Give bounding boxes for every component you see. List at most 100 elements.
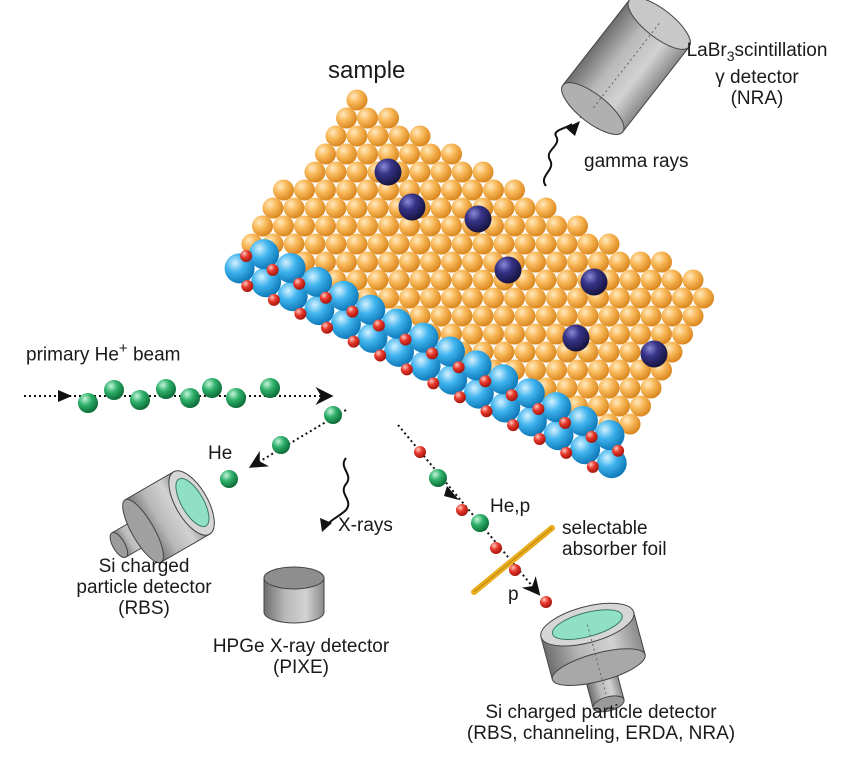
substrate-atom	[249, 239, 279, 270]
substrate-atom	[594, 420, 625, 450]
host-atom	[273, 179, 294, 201]
host-atom	[546, 287, 567, 309]
host-atom	[693, 287, 714, 309]
host-atom	[367, 233, 389, 255]
interstitial-atom	[505, 389, 518, 402]
host-atom	[525, 251, 546, 273]
host-atom	[598, 233, 620, 255]
host-atom	[619, 377, 641, 399]
host-atom	[619, 341, 641, 363]
host-atom	[399, 215, 420, 237]
host-atom	[336, 251, 357, 273]
host-atom	[409, 305, 431, 327]
impurity-atom	[374, 158, 402, 186]
interstitial-atom	[346, 305, 359, 318]
host-atom	[304, 197, 326, 219]
interstitial-atom	[293, 277, 306, 290]
interstitial-atom	[240, 250, 253, 262]
gamma-rays-label: gamma rays	[584, 151, 689, 172]
host-atom	[630, 323, 651, 345]
interstitial-atom	[294, 307, 307, 320]
host-atom	[462, 287, 483, 309]
host-atom	[472, 161, 494, 183]
host-atom	[556, 233, 578, 255]
host-atom	[619, 413, 641, 435]
host-atom	[441, 143, 462, 165]
host-atom	[388, 125, 410, 147]
host-atom	[357, 251, 378, 273]
host-atom	[483, 323, 504, 345]
host-atom	[388, 269, 410, 291]
proton	[456, 504, 468, 516]
host-atom	[399, 251, 420, 273]
substrate-atom	[567, 406, 598, 436]
host-atom	[567, 215, 588, 237]
helium-ion	[180, 388, 200, 408]
impurity-atom	[494, 256, 522, 284]
host-atom	[682, 305, 704, 327]
host-atom	[304, 161, 326, 183]
host-atom	[430, 305, 452, 327]
host-atom	[336, 215, 357, 237]
interstitial-atom	[426, 347, 439, 360]
host-atom	[567, 359, 588, 381]
host-atom	[588, 359, 609, 381]
host-atom	[399, 143, 420, 165]
host-atom	[325, 125, 347, 147]
host-atom	[346, 161, 368, 183]
proton	[540, 596, 552, 608]
substrate-atom	[328, 280, 359, 311]
host-atom	[546, 323, 567, 345]
host-atom	[409, 161, 431, 183]
host-atom	[588, 323, 609, 345]
substrate-atom	[541, 392, 572, 423]
substrate-atom	[302, 266, 333, 297]
host-atom	[336, 107, 357, 129]
host-atom	[493, 233, 515, 255]
impurity-atom	[562, 324, 590, 352]
host-atom	[325, 197, 347, 219]
beam-mid-arrow	[58, 390, 72, 402]
host-atom	[567, 251, 588, 273]
gamma-detector	[561, 0, 691, 135]
host-atom	[304, 233, 326, 255]
host-atom	[504, 179, 525, 201]
backscatter-ion	[220, 470, 238, 488]
host-atom	[598, 377, 620, 399]
interstitial-atom	[586, 460, 599, 473]
host-atom	[336, 143, 357, 165]
host-atom	[567, 287, 588, 309]
host-atom	[493, 341, 515, 363]
host-atom	[672, 287, 693, 309]
host-atom	[598, 341, 620, 363]
host-atom	[462, 179, 483, 201]
host-atom	[420, 287, 441, 309]
pixe-detector	[263, 566, 325, 624]
host-atom	[283, 197, 305, 219]
host-atom	[346, 197, 368, 219]
host-atom	[546, 251, 567, 273]
host-atom	[514, 305, 536, 327]
substrate-atom	[435, 336, 465, 367]
host-atom	[283, 233, 305, 255]
multi-purpose-detector	[540, 602, 646, 713]
helium-ion	[202, 378, 222, 398]
host-atom	[315, 215, 336, 237]
host-atom	[346, 89, 368, 111]
host-atom	[535, 197, 557, 219]
helium-ion	[429, 469, 447, 487]
interstitial-atoms	[240, 250, 625, 473]
host-atom	[367, 125, 389, 147]
host-atom	[483, 179, 504, 201]
interstitial-atom	[480, 405, 493, 418]
interstitial-atom	[321, 321, 333, 334]
substrate-atom	[381, 308, 412, 339]
host-atom	[252, 215, 273, 237]
host-atom	[577, 377, 599, 399]
host-atom	[661, 269, 683, 291]
host-atom	[462, 323, 483, 345]
proton	[509, 564, 521, 576]
host-atom	[535, 233, 557, 255]
rbs-detector	[109, 470, 215, 564]
host-atom	[619, 305, 641, 327]
